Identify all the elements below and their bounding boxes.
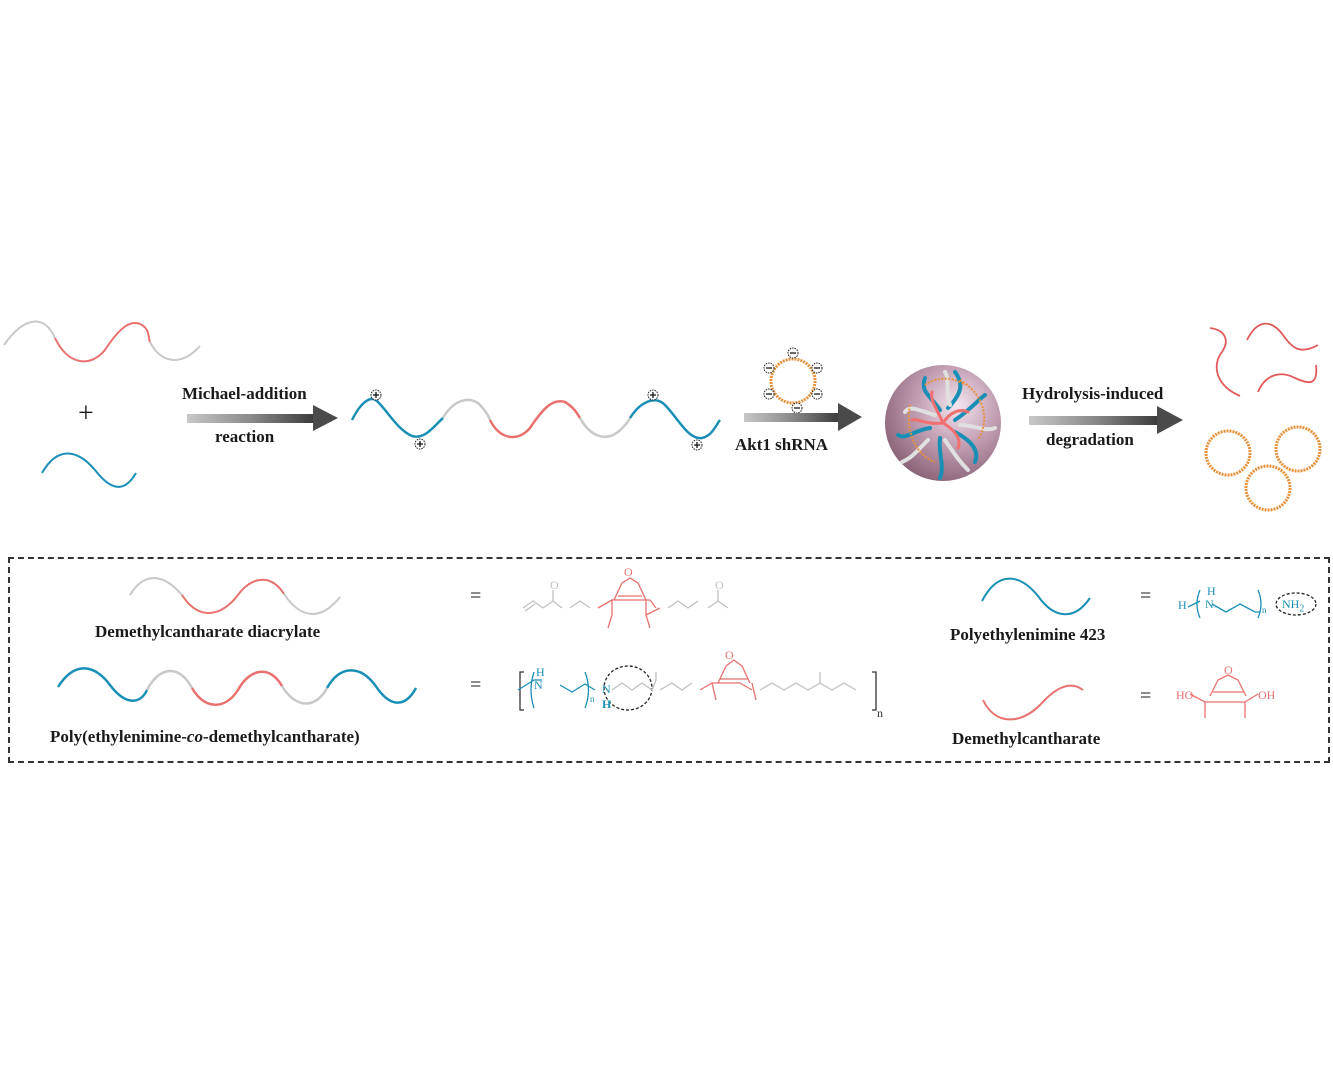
- copolymer-name-suffix: -demethylcantharate): [202, 727, 360, 746]
- atom-label: O: [725, 648, 734, 662]
- copolymer-structure-icon: [518, 659, 877, 711]
- atom-label: NH2: [1282, 597, 1304, 614]
- shrna-ring-icon: [763, 347, 823, 414]
- legend-dmc-wave-icon: [982, 684, 1084, 721]
- equals-sign: =: [470, 585, 482, 607]
- atom-label: O: [1224, 663, 1233, 677]
- pei-wave-icon: [41, 452, 137, 488]
- legend-pei-wave-icon: [981, 577, 1091, 616]
- atom-label: N: [1205, 597, 1214, 611]
- diacrylate-structure-icon: [522, 577, 729, 629]
- legend-label-pei: Polyethylenimine 423: [950, 625, 1106, 644]
- copolymer-name-italic: co: [186, 727, 203, 746]
- legend-copolymer-wave-icon: [56, 667, 418, 706]
- atom-label: N: [534, 678, 543, 692]
- atom-label: H: [1178, 598, 1187, 612]
- atom-label: OH: [1258, 688, 1276, 702]
- equals-sign: =: [1140, 585, 1152, 607]
- legend-diacrylate-wave-icon: [129, 577, 341, 615]
- step1-label-bottom: reaction: [215, 427, 275, 446]
- copolymer-wave-icon: [350, 397, 722, 440]
- dmc-structure-icon: [1189, 674, 1259, 718]
- released-shrna-icons: [1204, 425, 1322, 512]
- atom-label: O: [624, 565, 633, 579]
- nanoparticle-icon: [885, 365, 1001, 481]
- step3-label-top: Hydrolysis-induced: [1022, 384, 1164, 403]
- atom-label: n: [1262, 605, 1267, 615]
- atom-label: H: [1207, 584, 1216, 598]
- step1-label-top: Michael-addition: [182, 384, 307, 403]
- atom-label: n: [590, 694, 595, 704]
- nh-label: NH: [1282, 597, 1300, 611]
- arrow-michael-addition-icon: [187, 405, 338, 431]
- legend-label-copolymer: Poly(ethylenimine-co-demethylcantharate): [50, 727, 360, 747]
- diacrylate-wave-icon: [3, 320, 201, 363]
- plus-sign: +: [78, 398, 94, 429]
- atom-label: O: [550, 578, 559, 592]
- legend-label-dmc: Demethylcantharate: [952, 729, 1101, 748]
- copolymer-name-prefix: Poly(ethylenimine-: [50, 727, 187, 746]
- degraded-strands-icon: [1209, 322, 1319, 397]
- legend-label-diacrylate: Demethylcantharate diacrylate: [95, 622, 321, 641]
- arrow-degradation-icon: [1029, 406, 1183, 434]
- atom-label: H: [536, 665, 545, 679]
- legend-box: [8, 557, 1330, 763]
- arrow-complexation-icon: [744, 403, 862, 431]
- subscript-2: 2: [1299, 603, 1305, 615]
- atom-label: n: [877, 706, 883, 720]
- step2-label-bottom: Akt1 shRNA: [735, 435, 829, 454]
- pei-structure-icon: [1187, 589, 1317, 619]
- equals-sign: =: [1140, 685, 1152, 707]
- atom-label: N: [602, 682, 611, 696]
- atom-label: O: [715, 578, 724, 592]
- step3-label-bottom: degradation: [1046, 430, 1134, 449]
- equals-sign: =: [470, 674, 482, 696]
- atom-label: H: [602, 697, 612, 711]
- atom-label: HO: [1176, 688, 1194, 702]
